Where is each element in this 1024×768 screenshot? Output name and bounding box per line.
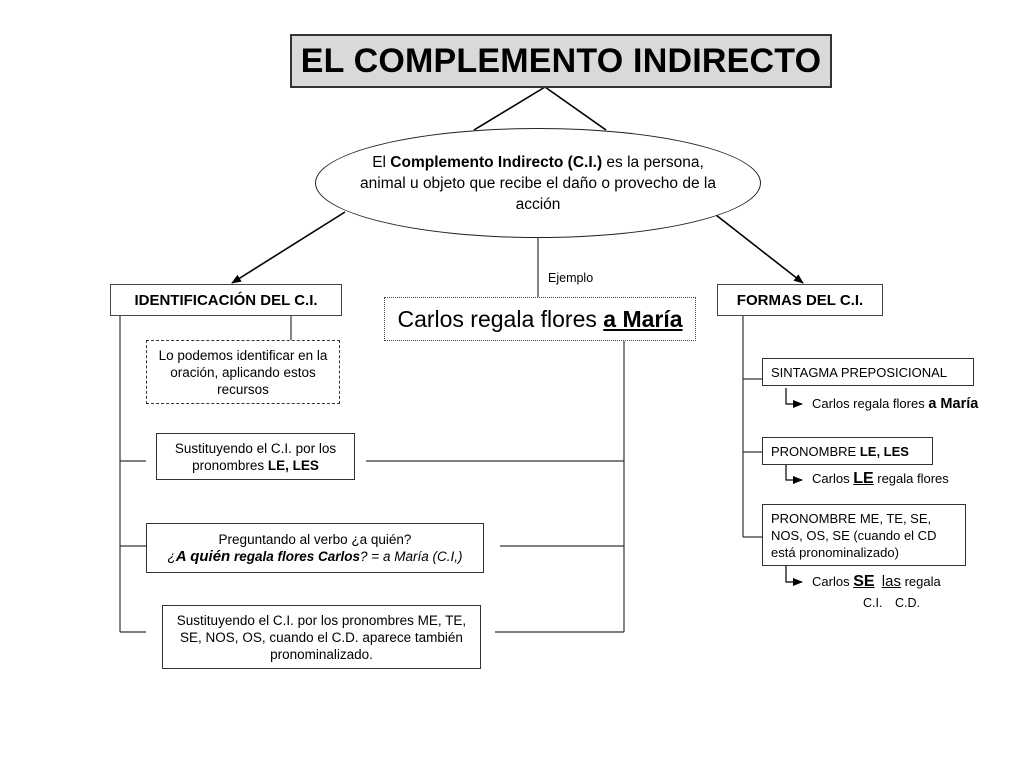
method-substitute-le-les: Sustituyendo el C.I. por los pronombres … bbox=[156, 433, 355, 480]
form-pronoun-me-te-se-example: Carlos SE las regala bbox=[812, 573, 941, 590]
example-sentence-box: Carlos regala flores a María bbox=[384, 297, 696, 341]
method-question-example: ¿A quién regala flores Carlos? = a María… bbox=[167, 548, 463, 565]
page-title-text: EL COMPLEMENTO INDIRECTO bbox=[300, 41, 822, 80]
form-prepositional-phrase: SINTAGMA PREPOSICIONAL bbox=[762, 358, 974, 386]
forms-header: FORMAS DEL C.I. bbox=[717, 284, 883, 316]
definition-ellipse: El Complemento Indirecto (C.I.) es la pe… bbox=[315, 128, 761, 238]
example-sentence: Carlos regala flores a María bbox=[397, 305, 683, 332]
identification-header: IDENTIFICACIÓN DEL C.I. bbox=[110, 284, 342, 316]
form-prepositional-example: Carlos regala flores a María bbox=[812, 396, 979, 412]
page-title: EL COMPLEMENTO INDIRECTO bbox=[290, 34, 832, 88]
arrow-to-forms bbox=[715, 214, 804, 284]
arrow-to-identification bbox=[231, 211, 346, 284]
form-pronoun-le-les-example: Carlos LE regala flores bbox=[812, 470, 949, 487]
method-substitute-me-te-se: Sustituyendo el C.I. por los pronombres … bbox=[162, 605, 481, 669]
form-pronoun-me-te-se: PRONOMBRE ME, TE, SE, NOS, OS, SE (cuand… bbox=[762, 504, 966, 566]
title-connector-right bbox=[544, 86, 607, 131]
example-label: Ejemplo bbox=[548, 271, 594, 285]
method-question: Preguntando al verbo ¿a quién? ¿A quién … bbox=[146, 523, 484, 573]
form-pronoun-le-les: PRONOMBRE LE, LES bbox=[762, 437, 933, 465]
title-connector-left bbox=[473, 86, 546, 131]
ci-label: C.I. bbox=[863, 596, 883, 610]
definition-text: El Complemento Indirecto (C.I.) es la pe… bbox=[360, 153, 716, 213]
cd-label: C.D. bbox=[895, 596, 920, 610]
identification-intro: Lo podemos identificar en la oración, ap… bbox=[146, 340, 340, 404]
